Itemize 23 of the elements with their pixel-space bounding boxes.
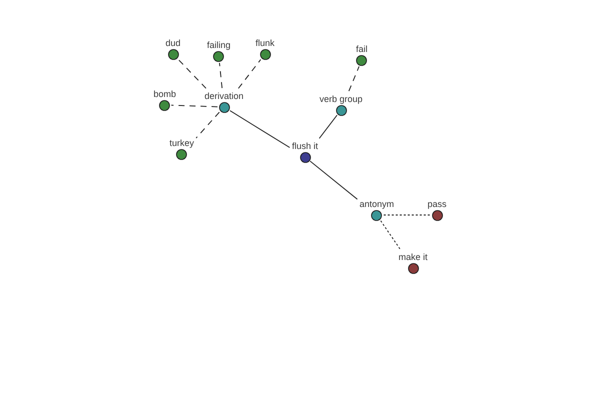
node-label: pass bbox=[428, 198, 447, 208]
connector-line bbox=[196, 112, 220, 138]
connector-line bbox=[383, 214, 430, 216]
connector-line bbox=[310, 160, 358, 200]
connector-line bbox=[177, 58, 206, 89]
node-label: make it bbox=[398, 252, 428, 262]
node-label: verb group bbox=[320, 94, 363, 104]
node-label: fail bbox=[356, 44, 368, 54]
node-label: failing bbox=[207, 40, 231, 50]
node-label: flush it bbox=[292, 140, 318, 150]
node-label: flunk bbox=[256, 38, 275, 48]
node-label: bomb bbox=[154, 88, 176, 98]
connector-line bbox=[219, 62, 223, 89]
node-label: derivation bbox=[204, 90, 244, 100]
connector-line bbox=[318, 114, 338, 139]
connector-line bbox=[348, 66, 360, 92]
node-label: antonym bbox=[360, 198, 394, 208]
connector-line bbox=[230, 110, 290, 148]
connector-line bbox=[380, 220, 401, 250]
node-label: turkey bbox=[170, 138, 194, 148]
connector-line bbox=[170, 104, 218, 108]
node-label: dud bbox=[166, 38, 181, 48]
connector-line bbox=[238, 59, 262, 89]
